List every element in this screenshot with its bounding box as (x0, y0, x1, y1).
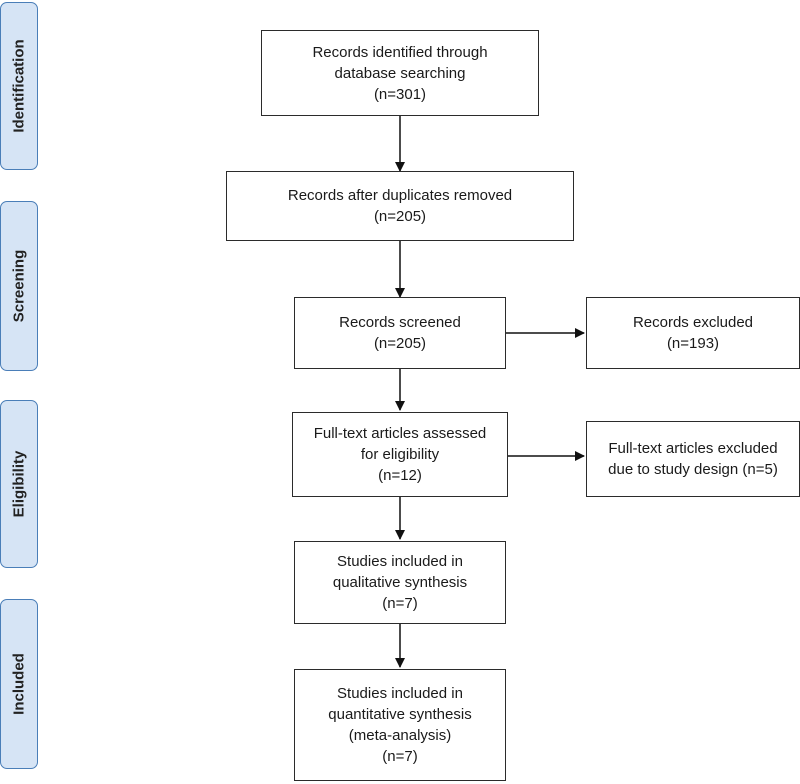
box-text-line: (n=193) (666, 335, 720, 352)
stage-included: Included (0, 599, 38, 769)
stage-screening: Screening (0, 201, 38, 371)
box-text-line: (meta-analysis) (348, 727, 452, 744)
box-text-line: Studies included in (337, 553, 463, 570)
stage-eligibility: Eligibility (0, 400, 38, 568)
box-text-line: Full-text articles assessed (313, 425, 487, 442)
box-text-line: Records screened (339, 314, 461, 331)
box-records-identified: Records identified through database sear… (261, 30, 539, 116)
stage-label-identification: Identification (10, 39, 28, 133)
box-text-line: for eligibility (360, 446, 440, 463)
box-text-line: (n=205) (373, 335, 427, 352)
box-text-line: Full-text articles excluded (608, 440, 778, 457)
box-qualitative-synthesis: Studies included in qualitative synthesi… (294, 541, 506, 624)
box-text-line: (n=7) (382, 595, 418, 612)
box-text-line: (n=301) (373, 85, 427, 103)
box-text-line: Records identified through (312, 43, 488, 61)
box-text-line: (n=205) (373, 208, 427, 225)
box-full-text-excluded: Full-text articles excluded due to study… (586, 421, 800, 497)
stage-label-screening: Screening (10, 249, 28, 323)
box-quantitative-synthesis: Studies included in quantitative synthes… (294, 669, 506, 781)
box-text-line: Records excluded (632, 314, 754, 331)
box-text-line: (n=7) (382, 748, 418, 765)
box-text-line: (n=12) (378, 467, 422, 484)
box-text-line: Records after duplicates removed (287, 187, 513, 204)
box-text-line: qualitative synthesis (332, 574, 468, 591)
box-records-excluded: Records excluded (n=193) (586, 297, 800, 369)
box-text-line: Studies included in (337, 685, 463, 702)
box-full-text-assessed: Full-text articles assessed for eligibil… (292, 412, 508, 497)
box-duplicates-removed: Records after duplicates removed (n=205) (226, 171, 574, 241)
box-text-line: quantitative synthesis (328, 706, 472, 723)
box-text-line: database searching (334, 64, 466, 82)
stage-label-included: Included (10, 653, 28, 715)
stage-label-eligibility: Eligibility (10, 450, 28, 518)
box-records-screened: Records screened (n=205) (294, 297, 506, 369)
stage-identification: Identification (0, 2, 38, 170)
box-text-line: due to study design (n=5) (608, 461, 778, 478)
